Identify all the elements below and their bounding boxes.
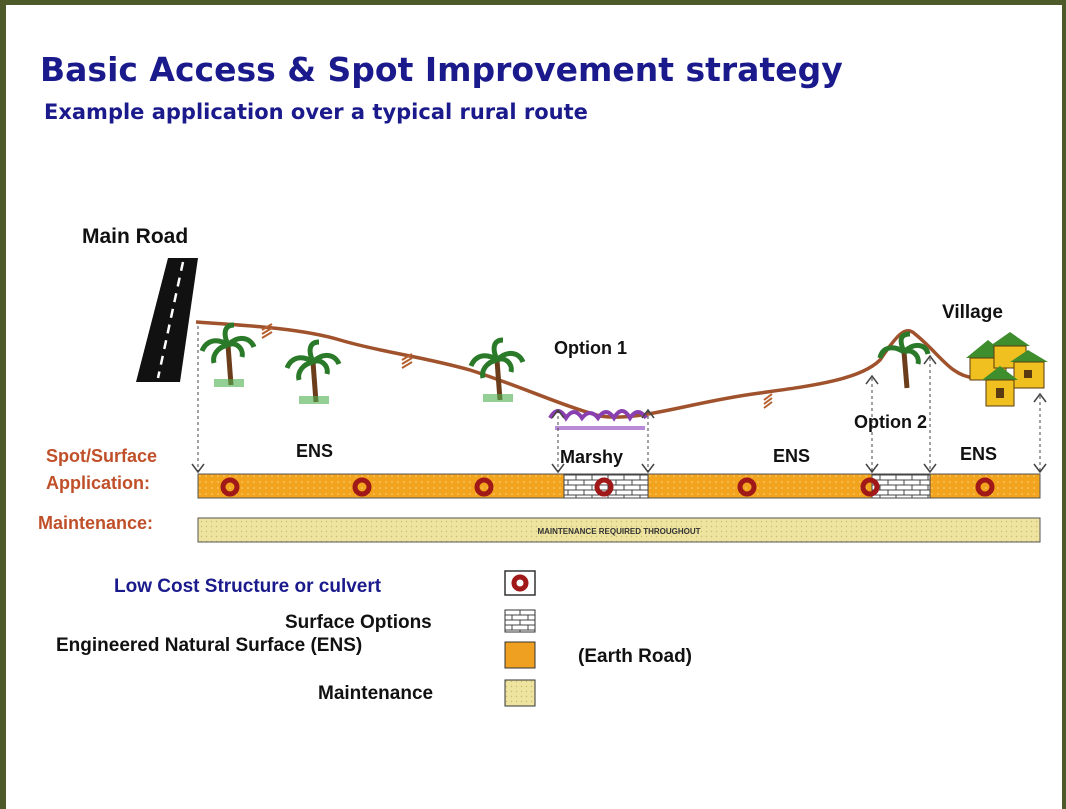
palm-tree-icon [877, 331, 931, 389]
surface-option-2 [871, 473, 931, 499]
spot-surface-label-line1: Spot/Surface [46, 446, 157, 466]
culvert-icon [220, 477, 995, 497]
legend-ens-swatch [504, 641, 536, 669]
spot-surface-label-line2: Application: [46, 473, 150, 493]
maintenance-bar-text: MAINTENANCE REQUIRED THROUGHOUT [537, 527, 700, 536]
option1-label: Option 1 [554, 338, 627, 358]
legend-maintenance-label: Maintenance [318, 683, 433, 704]
ens-label-2: ENS [773, 446, 810, 466]
section-marker-lines [197, 326, 1041, 472]
palm-tree-icon [468, 337, 526, 402]
legend-maintenance-swatch [504, 679, 536, 707]
marshy-label: Marshy [560, 447, 623, 467]
legend-ens-label: Engineered Natural Surface (ENS) [56, 635, 362, 656]
legend-surface-options-swatch [504, 609, 536, 633]
legend-culvert-label: Low Cost Structure or culvert [114, 576, 382, 597]
legend-culvert-icon [511, 574, 529, 592]
village-label: Village [942, 302, 1003, 323]
palm-tree-icon [284, 339, 342, 404]
slide-subtitle: Example application over a typical rural… [44, 100, 588, 124]
maintenance-row-label: Maintenance: [38, 513, 153, 533]
legend-surface-options-label: Surface Options [285, 612, 432, 633]
ens-label-3: ENS [960, 444, 997, 464]
slide-title: Basic Access & Spot Improvement strategy [40, 50, 843, 89]
maintenance-bar [197, 517, 1041, 543]
main-road [136, 258, 198, 382]
village-houses-icon [966, 332, 1048, 407]
main-road-label: Main Road [82, 225, 188, 248]
legend-earth-road-label: (Earth Road) [578, 646, 692, 667]
palm-tree-icon [199, 322, 257, 387]
rock-symbol-icon [261, 323, 773, 409]
ens-label-1: ENS [296, 441, 333, 461]
option2-label: Option 2 [854, 412, 927, 432]
marsh-vegetation-icon [548, 409, 648, 430]
section-marker-arrows [191, 354, 1047, 474]
